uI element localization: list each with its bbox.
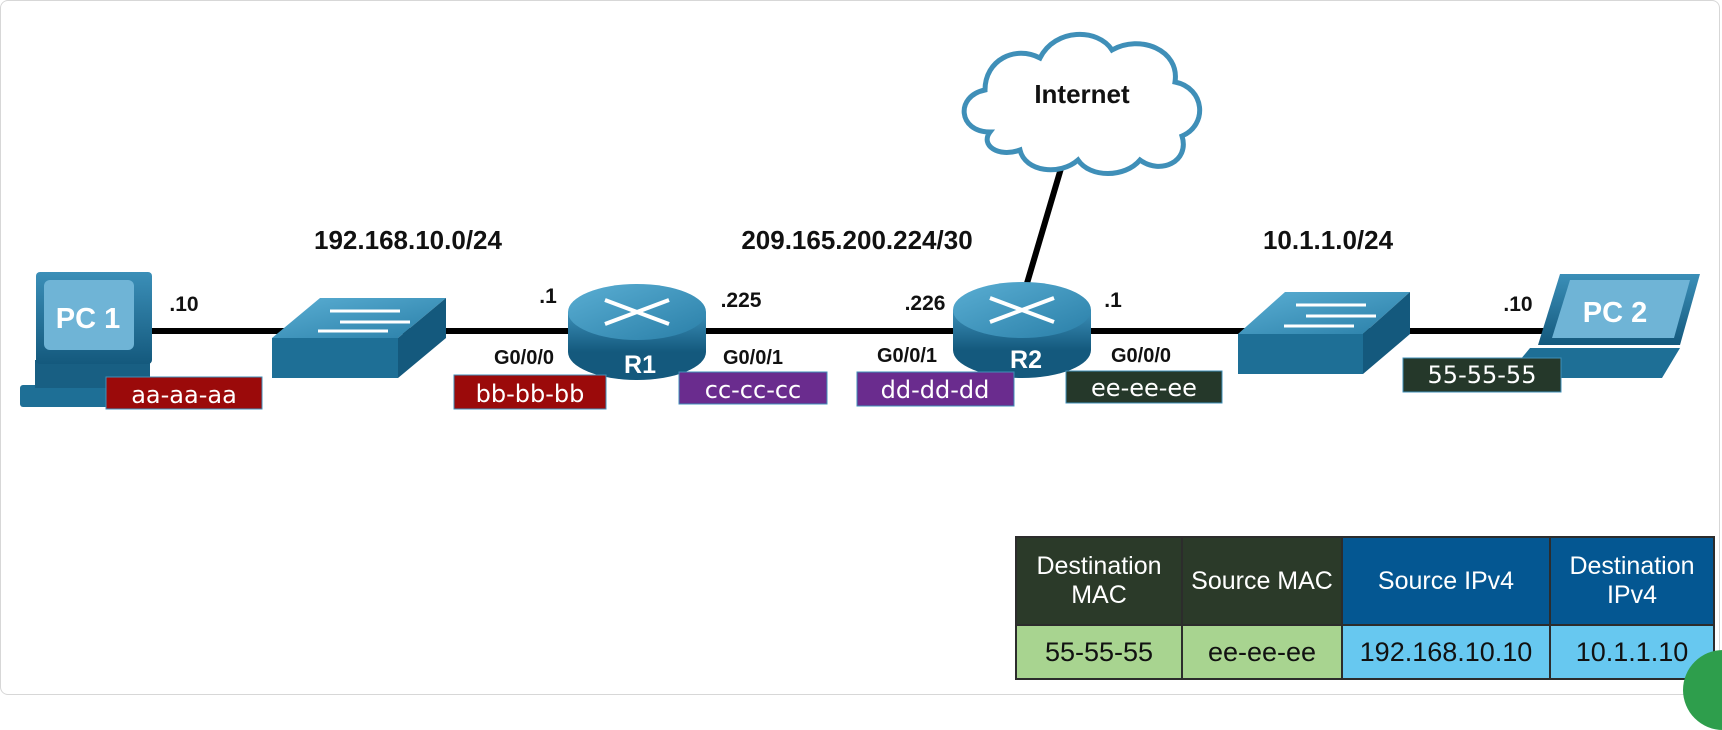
header-destination-ipv4: Destination IPv4	[1549, 536, 1715, 626]
switch2-icon	[1238, 292, 1410, 374]
internet-label: Internet	[1034, 79, 1130, 109]
network-label-lan1: 192.168.10.0/24	[314, 225, 502, 255]
pc2-mac-tag	[1402, 357, 1562, 393]
r2-g001-mac-tag	[856, 371, 1015, 407]
r1-g000-interface: G0/0/0	[494, 347, 554, 369]
frame-header-table: Destination MAC Source MAC Source IPv4 D…	[1015, 536, 1715, 680]
r1-g001-interface: G0/0/1	[723, 347, 783, 369]
r1-g000-ip: .1	[539, 285, 557, 308]
header-source-ipv4: Source IPv4	[1341, 536, 1551, 626]
r1-g000-mac-tag	[453, 374, 607, 410]
r2-g000-interface: G0/0/0	[1111, 345, 1171, 367]
header-destination-mac: Destination MAC	[1015, 536, 1183, 626]
header-source-mac: Source MAC	[1181, 536, 1343, 626]
r1-g001-mac-tag	[678, 371, 828, 405]
link-internet	[1022, 164, 1065, 291]
table-row: 55-55-55 ee-ee-ee 192.168.10.10 10.1.1.1…	[1015, 624, 1715, 680]
r1-label: R1	[624, 351, 656, 379]
pc2-laptop-icon	[1505, 274, 1700, 378]
network-topology: Internet 192.168.10.0/24 209.165.200.224…	[20, 31, 1700, 410]
pc2-ip: .10	[1503, 293, 1532, 316]
pc1-mac-tag	[105, 376, 263, 410]
internet-cloud-icon	[961, 31, 1202, 176]
r2-g001-mac: dd-dd-dd	[881, 376, 990, 404]
r2-g000-ip: .1	[1104, 289, 1122, 312]
switch1-icon	[272, 298, 446, 378]
pc1-label: PC 1	[56, 303, 120, 335]
network-label-lan2: 10.1.1.0/24	[1263, 225, 1394, 255]
pc2-mac: 55-55-55	[1428, 361, 1537, 389]
r2-g000-mac-tag	[1065, 370, 1223, 404]
diagram-frame	[0, 0, 1720, 695]
r2-label: R2	[1010, 346, 1042, 374]
r2-router-icon	[953, 282, 1091, 378]
r2-g000-mac: ee-ee-ee	[1091, 374, 1197, 402]
network-label-wan: 209.165.200.224/30	[741, 225, 972, 255]
r2-g001-interface: G0/0/1	[877, 345, 937, 367]
pc1-mac: aa-aa-aa	[131, 381, 237, 409]
cell-source-ipv4: 192.168.10.10	[1341, 624, 1551, 680]
cell-destination-ipv4: 10.1.1.10	[1549, 624, 1715, 680]
table-header-row: Destination MAC Source MAC Source IPv4 D…	[1015, 536, 1715, 626]
r1-router-icon	[568, 284, 706, 380]
r2-g001-ip: .226	[905, 292, 946, 315]
pc1-ip: .10	[169, 293, 198, 316]
r1-g001-ip: .225	[721, 289, 762, 312]
cell-destination-mac: 55-55-55	[1015, 624, 1183, 680]
r1-g001-mac: cc-cc-cc	[705, 376, 802, 404]
r1-g000-mac: bb-bb-bb	[476, 380, 585, 408]
cell-source-mac: ee-ee-ee	[1181, 624, 1343, 680]
pc2-label: PC 2	[1583, 297, 1647, 329]
